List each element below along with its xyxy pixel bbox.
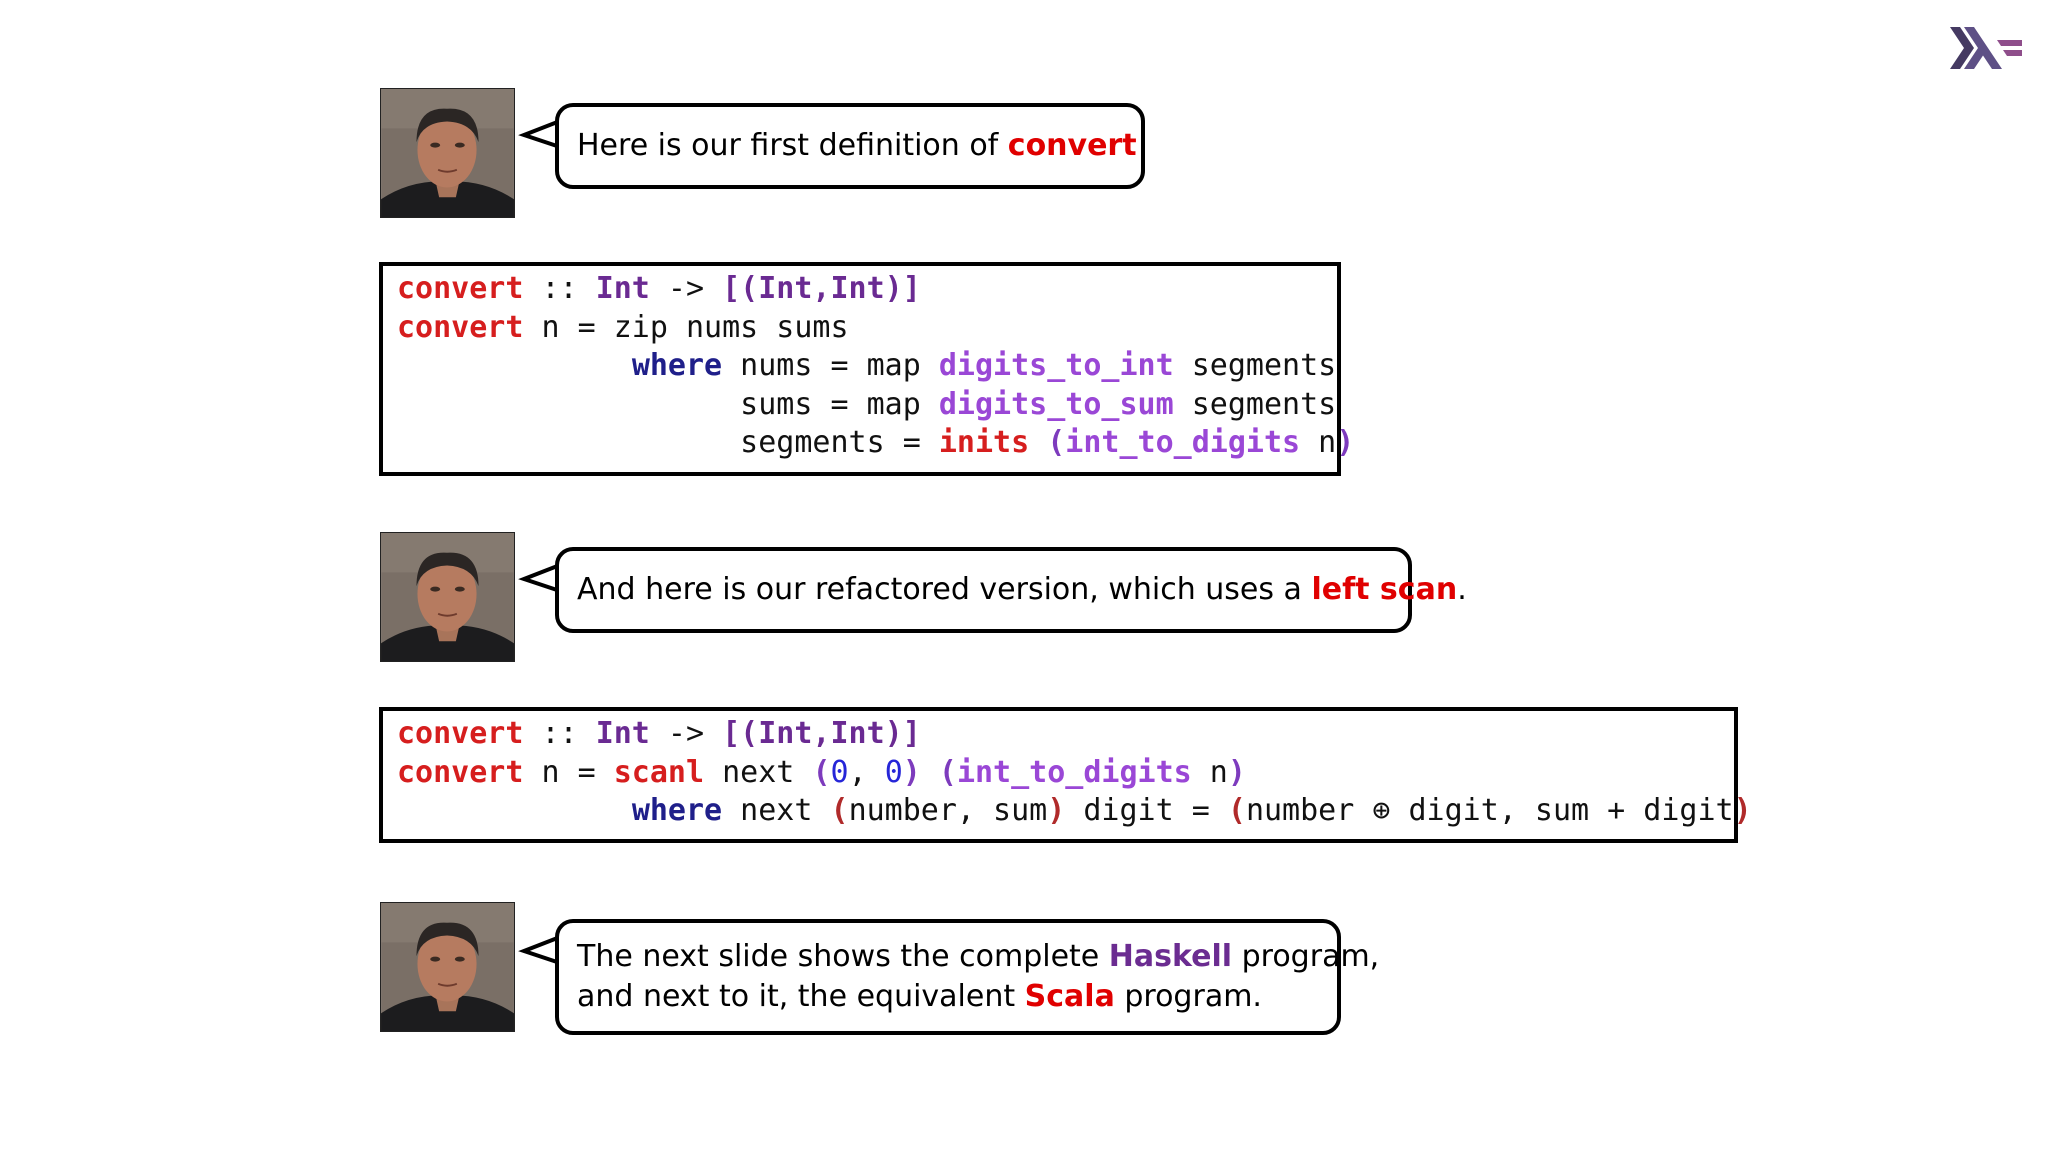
avatar xyxy=(380,88,515,218)
haskell-logo-icon xyxy=(1950,27,2022,69)
avatar xyxy=(380,532,515,662)
bubble-text: and next to it, the equivalent Scala pro… xyxy=(577,979,1262,1014)
speech-tail-icon xyxy=(518,563,561,593)
code-line: segments = inits (int_to_digits n) xyxy=(740,425,1355,460)
code-line: where next (number, sum) digit = (number… xyxy=(631,793,1752,828)
code-line: where nums = map digits_to_int segments xyxy=(631,348,1337,383)
bubble-text: And here is our refactored version, whic… xyxy=(577,572,1467,607)
code-block-original: convert :: Int -> [(Int,Int)] convert n … xyxy=(379,262,1355,476)
speech-bubble: The next slide shows the complete Haskel… xyxy=(518,919,1380,1035)
bubble-text: The next slide shows the complete Haskel… xyxy=(577,939,1380,974)
speech-tail-icon xyxy=(518,119,561,149)
code-block-refactored: convert :: Int -> [(Int,Int)] convert n … xyxy=(379,707,1752,843)
avatar xyxy=(380,902,515,1032)
code-line: convert n = scanl next (0, 0) (int_to_di… xyxy=(397,754,1246,790)
code-line: convert :: Int -> [(Int,Int)] xyxy=(397,271,921,306)
speech-bubble: Here is our first definition of convert xyxy=(518,103,1145,189)
code-line: convert n = zip nums sums xyxy=(397,309,849,345)
code-line: sums = map digits_to_sum segments xyxy=(740,386,1337,422)
code-line: convert :: Int -> [(Int,Int)] xyxy=(397,716,921,751)
speech-tail-icon xyxy=(518,935,561,965)
bubble-text: Here is our first definition of convert xyxy=(577,128,1137,163)
speech-bubble: And here is our refactored version, whic… xyxy=(518,547,1467,633)
